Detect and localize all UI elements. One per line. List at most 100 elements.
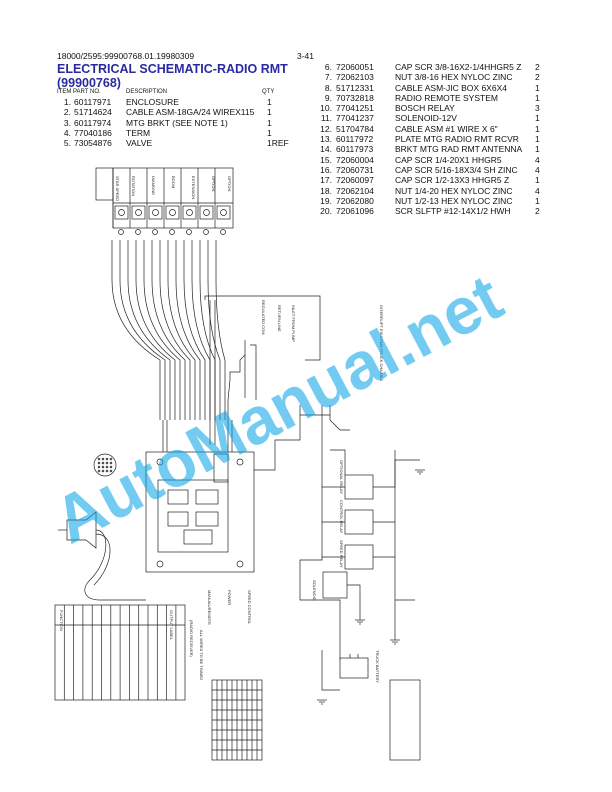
part-row: 15. 72060004 CAP SCR 1/4-20X1 HHGR5 4 — [318, 155, 558, 165]
part-row: 2.51714624 CABLE ASM-18GA/24 WIREX115 1 — [57, 107, 297, 117]
solenoid — [322, 571, 348, 599]
part-part: 72062080 — [336, 195, 374, 206]
part-item: 17. — [320, 175, 332, 186]
svg-text:EXTENSION: EXTENSION — [191, 176, 196, 199]
part-desc: PLATE MTG RADIO RMT RCVR — [395, 134, 519, 145]
bosch-relay-3 — [344, 544, 374, 570]
part-part: 51704784 — [336, 123, 374, 134]
svg-text:RETURN LINE: RETURN LINE — [277, 305, 282, 332]
part-part: 60117973 — [336, 144, 374, 155]
part-desc: VALVE — [126, 138, 153, 149]
svg-text:STAR SPEED: STAR SPEED — [115, 176, 120, 201]
part-desc: CAP SCR 3/8-16X2-1/4HHGR5 Z — [395, 62, 522, 72]
page-number: 3-41 — [297, 51, 315, 61]
part-qty: 1 — [535, 82, 540, 93]
part-desc: CABLE ASM #1 WIRE X 6" — [395, 123, 498, 134]
svg-text:POWER: POWER — [227, 590, 232, 605]
part-part: 72062103 — [336, 72, 374, 83]
svg-text:MANUAL/REMOTE: MANUAL/REMOTE — [207, 590, 212, 625]
parts-list-left: 1.60117971 ENCLOSURE 1 2.51714624 CABLE ASM-… — [57, 97, 297, 148]
svg-text:(RADIO RECEIVER): (RADIO RECEIVER) — [189, 620, 194, 658]
part-qty: 1 — [535, 123, 540, 134]
part-part: 60117971 — [74, 97, 112, 107]
document-id: 18000/2595:99900768.01.19980309 — [57, 51, 195, 61]
part-qty: 1 — [535, 134, 540, 145]
part-desc: TERM — [126, 127, 151, 138]
svg-text:SPEED RELAY: SPEED RELAY — [339, 540, 344, 568]
part-desc: CABLE ASM-JIC BOX 6X6X4 — [395, 82, 507, 93]
part-item: 2. — [63, 107, 71, 118]
part-item: 19. — [320, 195, 332, 206]
part-desc: CAP SCR 5/16-18X3/4 SH ZINC — [395, 164, 518, 175]
part-part: 70732818 — [336, 92, 374, 103]
part-row: 6. 72060051 CAP SCR 3/8-16X2-1/4HHGR5 Z 2 — [318, 62, 558, 72]
bosch-relay-2 — [344, 509, 374, 535]
part-item: 4. — [63, 127, 71, 138]
part-part: 72062104 — [336, 185, 374, 196]
truck-battery — [339, 657, 369, 679]
part-desc: RADIO REMOTE SYSTEM — [395, 92, 498, 103]
part-item: 10. — [320, 103, 332, 114]
part-desc: NUT 1/2-13 HEX NYLOC ZINC — [395, 195, 513, 206]
part-desc: MTG BRKT (SEE NOTE 1) — [126, 117, 228, 128]
svg-text:FUNCTION: FUNCTION — [59, 610, 64, 631]
part-desc: CAP SCR 1/2-13X3 HHGR5 Z — [395, 175, 510, 186]
part-qty: 2 — [535, 62, 540, 72]
part-item: 15. — [320, 154, 332, 165]
part-part: 72060051 — [336, 62, 374, 72]
svg-text:SPEED CONTROL: SPEED CONTROL — [247, 590, 252, 625]
svg-text:OPTION: OPTION — [211, 176, 216, 191]
part-qty: 1 — [535, 92, 540, 103]
part-qty: 1 — [267, 117, 272, 128]
part-part: 72060004 — [336, 154, 374, 165]
part-desc: ENCLOSURE — [126, 97, 179, 107]
part-desc: CABLE ASM-18GA/24 WIREX115 — [126, 107, 255, 118]
part-part: 51714624 — [74, 107, 112, 118]
part-item: 14. — [320, 144, 332, 155]
part-item: 6. — [324, 62, 332, 72]
part-item: 18. — [320, 185, 332, 196]
part-qty: 1 — [535, 195, 540, 206]
page-title: ELECTRICAL SCHEMATIC-RADIO RMT — [57, 62, 288, 76]
part-part: 51712331 — [336, 82, 374, 93]
part-item: 11. — [320, 113, 332, 124]
svg-text:OUTPUT LABEL: OUTPUT LABEL — [169, 610, 174, 641]
col-description: DESCRIPTION — [126, 89, 168, 95]
part-qty: 1 — [535, 113, 540, 124]
part-qty: 1 — [267, 107, 272, 118]
svg-text:BOOM: BOOM — [171, 176, 176, 188]
part-part: 72061096 — [336, 206, 374, 217]
part-row: 19. 72062080 NUT 1/2-13 HEX NYLOC ZINC 1 — [318, 196, 558, 206]
part-desc: CAP SCR 1/4-20X1 HHGR5 — [395, 154, 502, 165]
part-row: 9. 70732818 RADIO REMOTE SYSTEM 1 — [318, 93, 558, 103]
svg-text:INTERRUPT EXISTING TRUCK CHASS: INTERRUPT EXISTING TRUCK CHASSIS — [379, 305, 384, 381]
part-item: 1. — [63, 97, 71, 107]
part-part: 73054876 — [74, 138, 112, 149]
part-item: 5. — [63, 138, 71, 149]
part-qty: 4 — [535, 154, 540, 165]
page-subtitle: (99900768) — [57, 76, 121, 90]
part-item: 3. — [63, 117, 71, 128]
part-item: 9. — [324, 92, 332, 103]
part-qty: 4 — [535, 164, 540, 175]
svg-text:ALL WIRES TO BE TINNED: ALL WIRES TO BE TINNED — [199, 630, 204, 680]
part-desc: NUT 3/8-16 HEX NYLOC ZINC — [395, 72, 513, 83]
part-desc: BRKT MTG RAD RMT ANTENNA — [395, 144, 523, 155]
svg-text:OPTION: OPTION — [227, 176, 232, 191]
part-qty: 2 — [535, 206, 540, 217]
part-desc: NUT 1/4-20 HEX NYLOC ZINC — [395, 185, 513, 196]
svg-text:ROTATION: ROTATION — [131, 176, 136, 196]
col-item-part: ITEM PART NO. — [57, 89, 101, 95]
part-part: 72060097 — [336, 175, 374, 186]
part-part: 72060731 — [336, 164, 374, 175]
